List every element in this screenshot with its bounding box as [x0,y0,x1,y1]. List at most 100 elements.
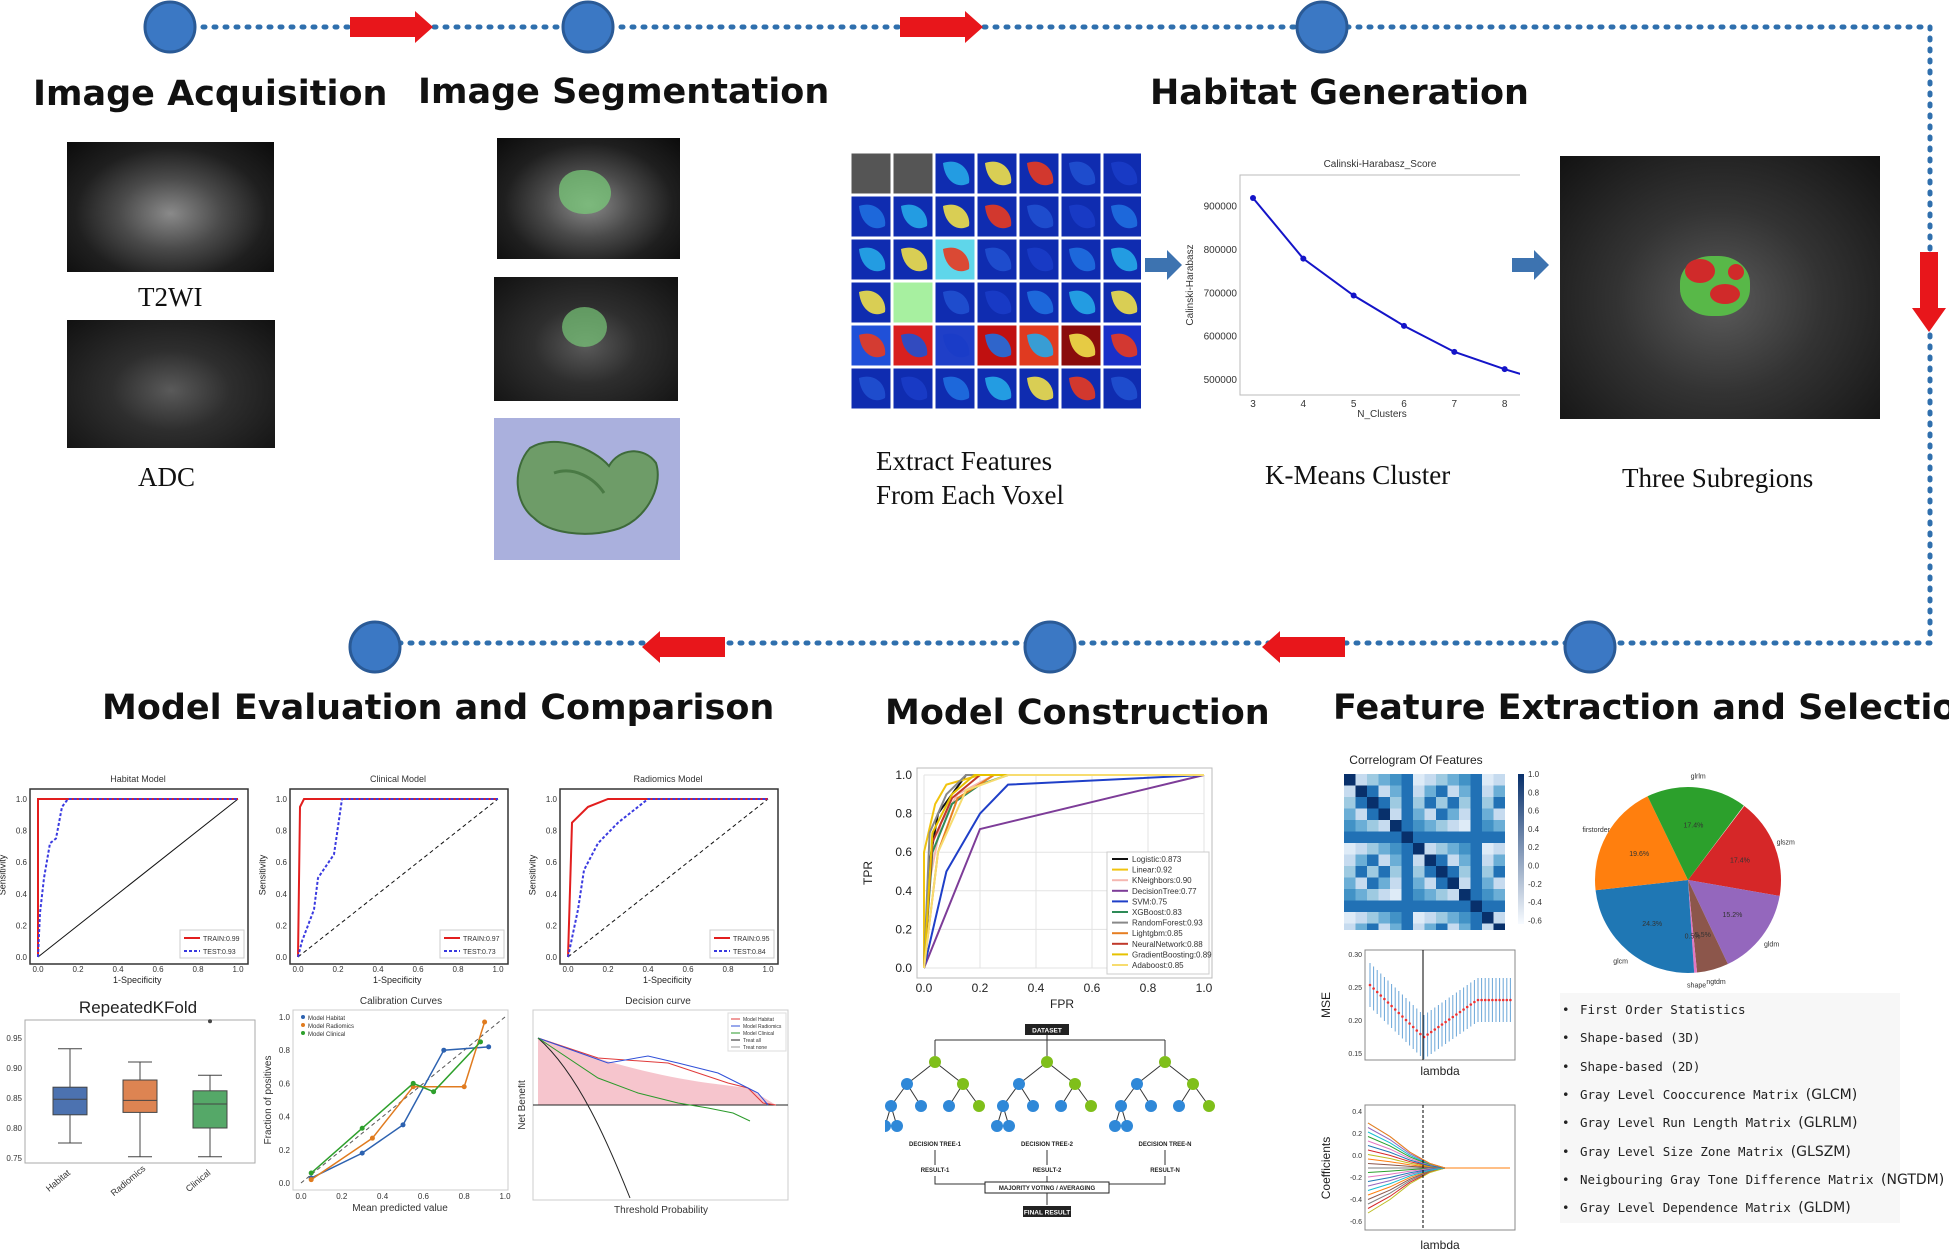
pie-slice [1595,796,1688,891]
bullet: • [1562,1058,1570,1074]
calibration-point [308,1170,314,1176]
voxel-map-blob [943,376,970,401]
corr-cell [1367,831,1379,843]
corr-cell [1459,900,1471,912]
tree-node [1159,1056,1171,1068]
corr-cell [1436,866,1448,878]
eval-roc-xtick: 0.0 [562,965,574,972]
pie-pct: 5.5% [1695,932,1711,939]
calibration-point [478,1039,484,1045]
corr-cell [1424,889,1436,901]
mroc-legend-label: XGBoost:0.83 [1132,908,1182,917]
corr-cell [1344,912,1356,924]
corr-cell [1390,900,1402,912]
bullet: • [1562,1171,1570,1187]
eval-roc-ytick: 0.6 [276,858,288,867]
node-model-evaluation [348,620,402,674]
feature-class-name: Gray Level Cooccurence Matrix [1580,1086,1806,1102]
corr-cell [1344,854,1356,866]
corr-cell [1378,831,1390,843]
voxel-map-blob [1111,204,1138,229]
eval-roc-ytick: 0.0 [546,953,558,962]
mse-point [1426,1033,1429,1036]
corr-cell [1447,889,1459,901]
feature-class-name: Shape-based (2D) [1580,1058,1701,1074]
voxel-map-blob [1111,290,1138,315]
voxel-map-blob [1069,333,1096,358]
calibration-xtick: 0.2 [336,1192,348,1201]
corr-cell [1413,774,1425,786]
coef-path [1367,1122,1510,1169]
corr-cell [1447,843,1459,855]
corr-cbar-tick: 0.4 [1528,825,1540,834]
voxel-map-blob [1069,161,1096,186]
eval-roc-xtick: 0.0 [32,965,44,972]
kfold-category: Radiomics [109,1163,148,1198]
calibration-point [486,1044,492,1050]
voxel-map-blob [1111,247,1138,272]
forest-result-label: RESULT-N [1150,1168,1180,1174]
pie-slice [1595,880,1695,973]
eval-roc-xtick: 1.0 [762,965,774,972]
corr-cell [1447,831,1459,843]
mse-point [1379,994,1383,997]
corr-cell [1378,797,1390,809]
mse-point [1451,1015,1455,1019]
lasso-mse-chart: MSE 0.300.250.200.15 lambda [1320,949,1516,1077]
corr-cell [1482,831,1494,843]
eval-roc-ylabel: Sensitivity [257,854,268,896]
calibration-xtick: 0.4 [377,1192,389,1201]
corr-cell [1344,877,1356,889]
mroc-xtick: 0.4 [1028,981,1045,995]
corr-cell [1493,797,1505,809]
pie-slice [1688,880,1780,965]
corr-cell [1367,820,1379,832]
mse-point [1458,1010,1462,1014]
tree-node [1085,1100,1097,1112]
voxel-map-blob [859,376,886,401]
forest-tree-label: DECISION TREE-N [1138,1142,1191,1148]
corr-cbar-tick: 0.6 [1528,807,1540,816]
mse-point [1429,1030,1433,1034]
corr-cell [1390,831,1402,843]
voxel-map-blob [859,204,886,229]
corr-cell [1459,774,1471,786]
corr-cell [1470,820,1482,832]
eval-roc-xtick: 0.6 [152,965,164,972]
calinski-point [1300,255,1307,262]
corr-cell [1482,866,1494,878]
corr-cell [1390,843,1402,855]
pie-label: glszm [1777,840,1795,847]
eval-roc-xtick: 0.4 [372,965,384,972]
feature-class-item: •Shape-based (3D) [1562,1030,1907,1045]
voxel-map-blob [943,247,970,272]
corr-cell [1344,785,1356,797]
calibration-ylabel: Fraction of positives [263,1056,274,1145]
corr-cell [1367,774,1379,786]
eval-roc-ytick: 0.6 [16,858,28,867]
tree-node [901,1078,913,1090]
tree-node [973,1100,985,1112]
forest-tree-label: DECISION TREE-2 [1021,1142,1074,1148]
corr-cell [1436,854,1448,866]
corr-cell [1436,843,1448,855]
corr-cell [1436,820,1448,832]
corr-cell [1493,889,1505,901]
forest-dataset-box [1025,1024,1069,1035]
corr-cell [1447,877,1459,889]
corr-cell [1344,797,1356,809]
tree-node [1203,1100,1215,1112]
voxel-map-blob [985,333,1012,358]
corr-cbar-tick: 1.0 [1528,770,1540,779]
eval-roc-ytick: 0.8 [16,827,28,836]
corr-cell [1459,889,1471,901]
feature-class-item: •Gray Level Cooccurence Matrix (GLCM) [1562,1087,1907,1103]
corr-cell [1390,877,1402,889]
eval-roc-test-label: TEST:0.73 [463,949,496,956]
calinski-xtick: 7 [1452,399,1458,410]
mse-ytick: 0.25 [1348,985,1362,992]
corr-cell [1355,774,1367,786]
kfold-ytick: 0.95 [6,1034,22,1043]
tree-node [1003,1120,1015,1132]
